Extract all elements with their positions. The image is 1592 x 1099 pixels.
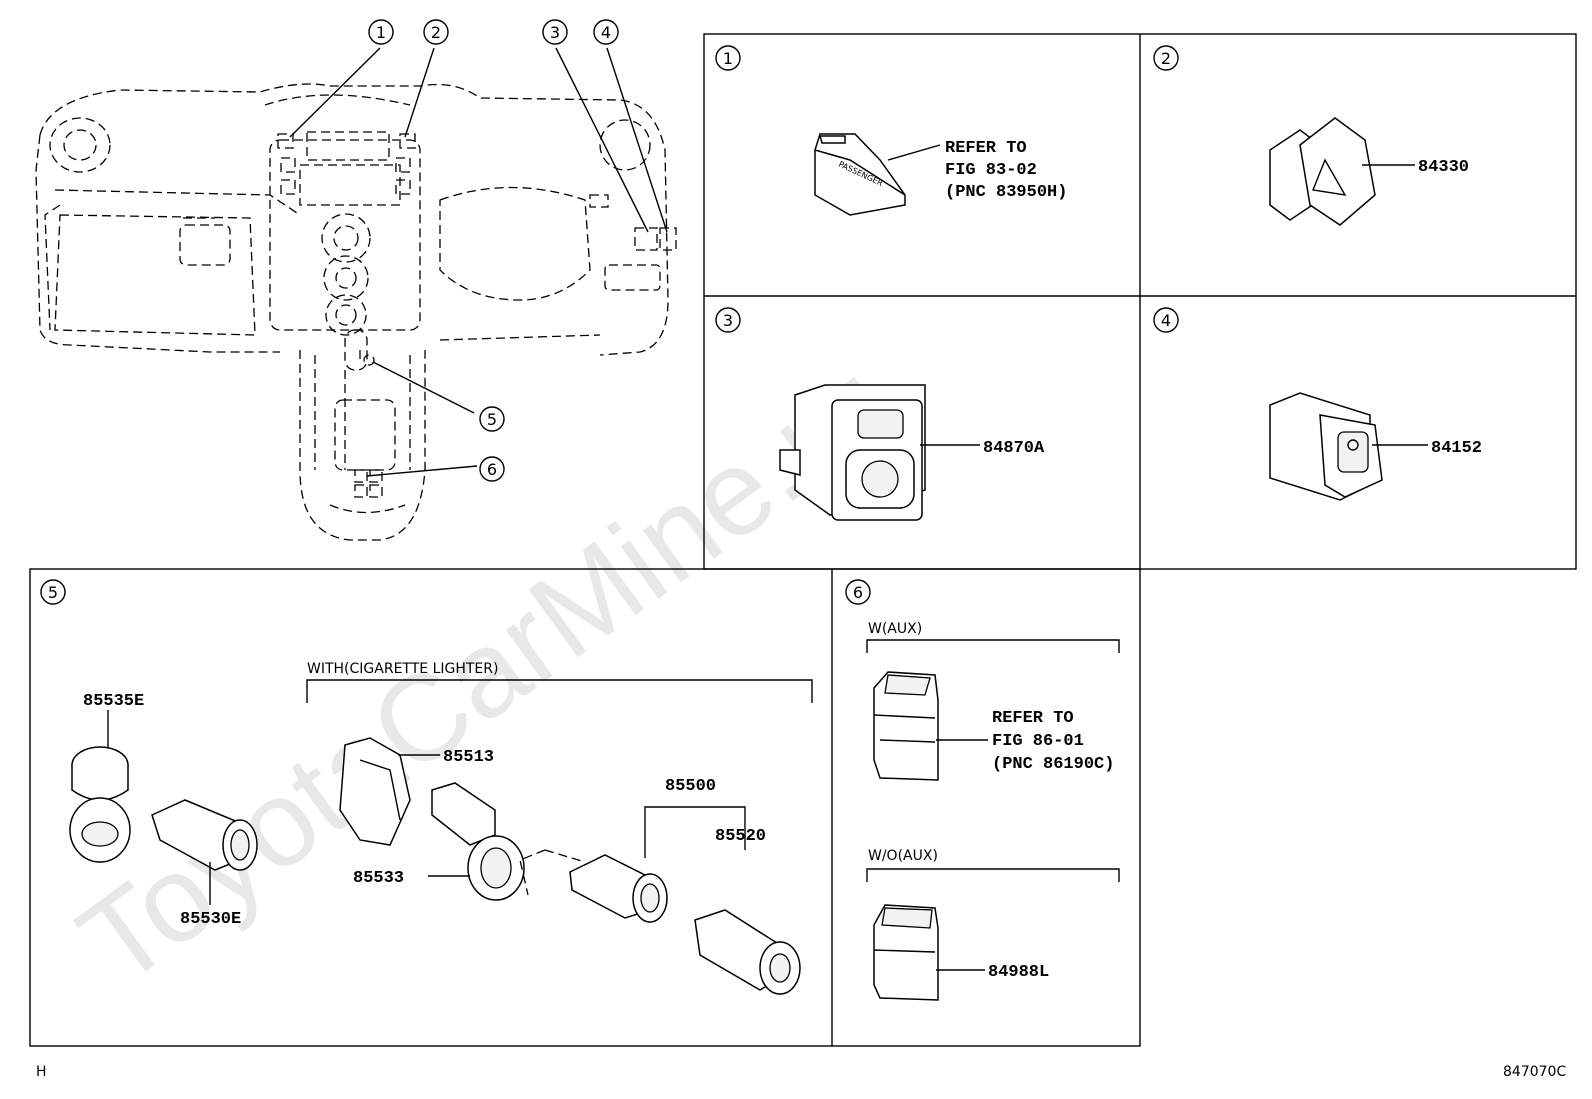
overview-callout-6: 6	[479, 456, 505, 482]
headlight-leveling-switch-part	[1269, 392, 1383, 501]
panel-2-number: 2	[1161, 49, 1171, 68]
part-84152: 84152	[1431, 439, 1482, 458]
cigarette-lighter-part	[694, 909, 801, 995]
panel-6-number: 6	[853, 583, 863, 602]
w-aux-label: W(AUX)	[868, 621, 922, 637]
with-cigarette-lighter-label: WITH(CIGARETTE LIGHTER)	[307, 661, 498, 677]
panel-1: 1 PASSENGER REFER TO FIG 83-02 (PNC 8395…	[715, 45, 1067, 216]
power-socket-part	[151, 799, 258, 871]
panel-3-number: 3	[723, 311, 733, 330]
panel-2: 2 84330	[1153, 45, 1469, 226]
lighter-housing-part	[431, 782, 525, 901]
panel-4-number: 4	[1161, 311, 1171, 330]
part-84870A: 84870A	[983, 439, 1045, 458]
panel-1-refer-line-3: (PNC 83950H)	[945, 183, 1067, 202]
panel-3: 3 84870A	[715, 307, 1045, 521]
retainer-part	[339, 737, 411, 846]
footer-left-code: H	[36, 1064, 47, 1080]
part-85500-bracket	[644, 806, 746, 858]
panel-1-number: 1	[723, 49, 733, 68]
svg-text:3: 3	[550, 23, 560, 42]
svg-text:2: 2	[431, 23, 441, 42]
svg-text:1: 1	[376, 23, 386, 42]
wo-aux-label: W/O(AUX)	[868, 848, 938, 864]
hazard-switch-part	[1269, 117, 1376, 226]
panel-1-refer-line-1: REFER TO	[945, 139, 1027, 158]
part-85513: 85513	[443, 748, 494, 767]
mirror-switch-part	[779, 384, 926, 521]
panel-6-refer-line-2: FIG 86-01	[992, 732, 1084, 751]
panel-5: 5 WITH(CIGARETTE LIGHTER) 85535E 85530E …	[40, 579, 813, 995]
panel-5-number: 5	[48, 583, 58, 602]
part-85520: 85520	[715, 827, 766, 846]
svg-text:5: 5	[487, 410, 497, 429]
diagram-number: 847070C	[1503, 1064, 1566, 1080]
blank-switch-part	[873, 904, 939, 1001]
socket-cap-part	[69, 746, 131, 863]
part-85535E: 85535E	[83, 692, 144, 711]
part-85533: 85533	[353, 869, 404, 888]
panel-1-refer-line-2: FIG 83-02	[945, 161, 1037, 180]
panel-6: 6 W(AUX) REFER TO FIG 86-01 (PNC 86190C)…	[845, 579, 1120, 1001]
group-bracket	[306, 679, 813, 703]
overview-callout-5: 5	[479, 406, 505, 432]
overview-callout-2: 2	[423, 19, 449, 45]
overview-callout-4: 4	[593, 19, 619, 45]
aux-switch-part	[873, 671, 939, 781]
svg-text:6: 6	[487, 460, 497, 479]
overview-leaders	[289, 47, 668, 477]
overview-callouts: 1 2 3 4 5 6	[368, 19, 619, 482]
overview-callout-1: 1	[368, 19, 394, 45]
part-85500: 85500	[665, 777, 716, 796]
panel-6-refer-line-3: (PNC 86190C)	[992, 755, 1114, 774]
panel-6-refer-line-1: REFER TO	[992, 709, 1074, 728]
svg-text:4: 4	[601, 23, 611, 42]
part-85530E: 85530E	[180, 910, 241, 929]
lighter-socket-part	[569, 854, 668, 923]
wo-aux-bracket	[866, 868, 1120, 882]
part-84988L: 84988L	[988, 963, 1049, 982]
panel-4: 4 84152	[1153, 307, 1482, 501]
passenger-airbag-indicator-part: PASSENGER	[814, 133, 906, 216]
dashboard-overview	[35, 83, 677, 541]
part-84330: 84330	[1418, 158, 1469, 177]
overview-callout-3: 3	[542, 19, 568, 45]
panel-frames	[29, 33, 1577, 1047]
w-aux-bracket	[866, 639, 1120, 653]
